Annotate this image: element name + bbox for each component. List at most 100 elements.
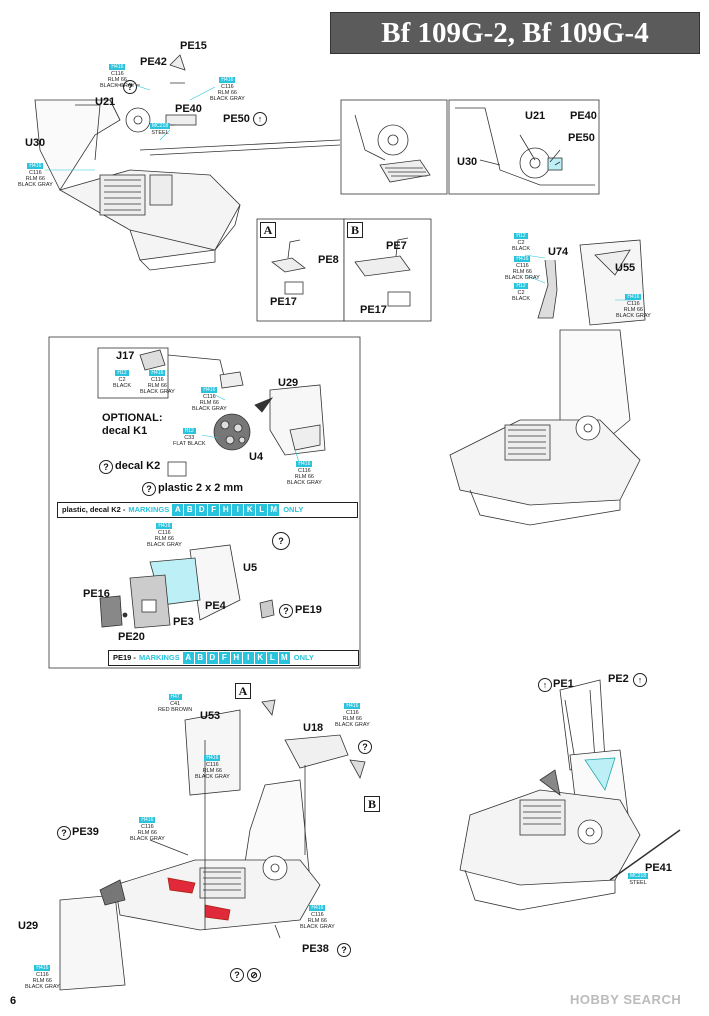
part-label-u29: U29: [18, 920, 39, 932]
paint-callout-c116: H416 C116 RLM 66 BLACK GRAY: [300, 905, 335, 930]
marking-cell: I: [232, 504, 244, 516]
marking-cell: L: [256, 504, 268, 516]
strip-suffix: ONLY: [283, 505, 304, 514]
paint-callout-c116: H416 C116 RLM 66 BLACK GRAY: [616, 294, 651, 319]
flip-arrow-icon: ↑: [253, 112, 267, 126]
marking-cell: L: [266, 652, 278, 664]
part-label-pe2: PE2: [608, 673, 629, 685]
part-label-pe38: PE38: [302, 943, 329, 955]
part-label-u53: U53: [200, 710, 221, 722]
part-label-pe3: PE3: [173, 616, 194, 628]
part-label-pe50: PE50: [223, 113, 250, 125]
page-number: 6: [10, 995, 17, 1007]
paint-callout-c116: H416 C116 RLM 66 BLACK GRAY: [130, 817, 165, 842]
part-label-u18: U18: [303, 722, 324, 734]
strip-word: MARKINGS: [128, 505, 170, 514]
flip-arrow-icon: ↑: [633, 673, 647, 687]
strip-prefix: PE19 -: [113, 653, 136, 662]
part-label-pe8: PE8: [318, 254, 339, 266]
cockpit-tub-drawing-2: [449, 239, 646, 526]
optional-symbol: ?: [123, 80, 137, 94]
variant-box-label-a: A: [260, 222, 276, 238]
marking-cell: F: [208, 504, 220, 516]
paint-callout-c116: H416 C116 RLM 66 BLACK GRAY: [210, 77, 245, 102]
marking-cell: A: [172, 504, 184, 516]
flip-arrow-icon: ↑: [538, 678, 552, 692]
markings-strip-decal-k2: plastic, decal K2 - MARKINGS A B D F H I…: [57, 502, 358, 518]
part-label-u55: U55: [615, 262, 636, 274]
detail-label-pe50: PE50: [568, 132, 595, 144]
detail-boxes: [340, 99, 600, 195]
paint-callout-c116: H416 C116 RLM 66 BLACK GRAY: [25, 965, 60, 990]
paint-callout-black: H12 C2 BLACK: [512, 283, 531, 302]
paint-callout-c116: H416 C116 RLM 66 BLACK GRAY: [287, 461, 322, 486]
part-label-pe20: PE20: [118, 631, 145, 643]
optional-symbol: ?: [337, 943, 351, 957]
part-label-pe7: PE7: [386, 240, 407, 252]
decal-k1-label: decal K1: [102, 425, 148, 437]
part-label-pe41: PE41: [645, 862, 672, 874]
paint-callout-steel: MC218 STEEL: [150, 123, 171, 136]
part-label-pe40: PE40: [175, 103, 202, 115]
paint-callout-c116: H416 C116 RLM 66 BLACK GRAY: [100, 64, 135, 89]
optional-symbol: ?: [230, 968, 244, 982]
part-label-u4: U4: [249, 451, 264, 463]
cockpit-tub-drawing-3: [59, 699, 366, 991]
part-label-pe1: PE1: [553, 678, 574, 690]
part-label-u21: U21: [95, 96, 116, 108]
optional-symbol: ?: [272, 532, 290, 550]
strip-suffix: ONLY: [293, 653, 314, 662]
part-label-pe42: PE42: [140, 56, 167, 68]
part-label-pe4: PE4: [205, 600, 226, 612]
part-label-j17: J17: [116, 350, 135, 362]
part-label-pe17: PE17: [270, 296, 297, 308]
paint-callout-c116: H416 C116 RLM 66 BLACK GRAY: [140, 370, 175, 395]
part-label-u5: U5: [243, 562, 258, 574]
optional-symbol: ?: [279, 604, 293, 618]
part-label-u74: U74: [548, 246, 569, 258]
part-label-pe17: PE17: [360, 304, 387, 316]
part-label-pe39: PE39: [72, 826, 99, 838]
variant-box-label-b: B: [364, 796, 380, 812]
marking-cell: K: [254, 652, 266, 664]
paint-callout-c116: H416 C116 RLM 66 BLACK GRAY: [195, 755, 230, 780]
optional-symbol: ?: [142, 482, 156, 496]
marking-cell: A: [182, 652, 194, 664]
remove-icon: ⊘: [247, 968, 261, 982]
detail-label-pe40: PE40: [570, 110, 597, 122]
optional-symbol: ?: [57, 826, 71, 840]
marking-cell: B: [194, 652, 206, 664]
marking-cell: M: [268, 504, 280, 516]
paint-callout-c116: H416 C116 RLM 66 BLACK GRAY: [192, 387, 227, 412]
part-label-pe19: PE19: [295, 604, 322, 616]
paint-callout-c116: H416 C116 RLM 66 BLACK GRAY: [335, 703, 370, 728]
marking-cell: M: [278, 652, 290, 664]
paint-callout-flat-black: H12 C33 FLAT BLACK: [173, 428, 206, 447]
cockpit-tub-drawing-4: [459, 679, 681, 911]
optional-label: OPTIONAL:: [102, 412, 163, 424]
paint-callout-red-brown: H47 C41 RED BROWN: [158, 694, 193, 713]
optional-symbol: ?: [358, 740, 372, 754]
part-label-pe16: PE16: [83, 588, 110, 600]
marking-cell: D: [206, 652, 218, 664]
paint-callout-c116: H416 C116 RLM 66 BLACK GRAY: [147, 523, 182, 548]
decal-k2-label: decal K2: [115, 460, 161, 472]
part-label-u29: U29: [278, 377, 299, 389]
variant-box-label-b: B: [347, 222, 363, 238]
plastic-label: plastic 2 x 2 mm: [158, 482, 243, 494]
paint-callout-c116: H416 C116 RLM 66 BLACK GRAY: [18, 163, 53, 188]
marking-cell: K: [244, 504, 256, 516]
marking-cell: H: [230, 652, 242, 664]
marking-cell: D: [196, 504, 208, 516]
strip-word: MARKINGS: [138, 653, 180, 662]
optional-symbol: ?: [99, 460, 113, 474]
cockpit-tub-drawing-1: [34, 54, 341, 271]
marking-cell: H: [220, 504, 232, 516]
part-label-pe15: PE15: [180, 40, 207, 52]
marking-cell: F: [218, 652, 230, 664]
marking-cell: B: [184, 504, 196, 516]
marking-cell: I: [242, 652, 254, 664]
variant-box-label-a: A: [235, 683, 251, 699]
part-label-u30: U30: [25, 137, 46, 149]
detail-label-u21: U21: [525, 110, 546, 122]
